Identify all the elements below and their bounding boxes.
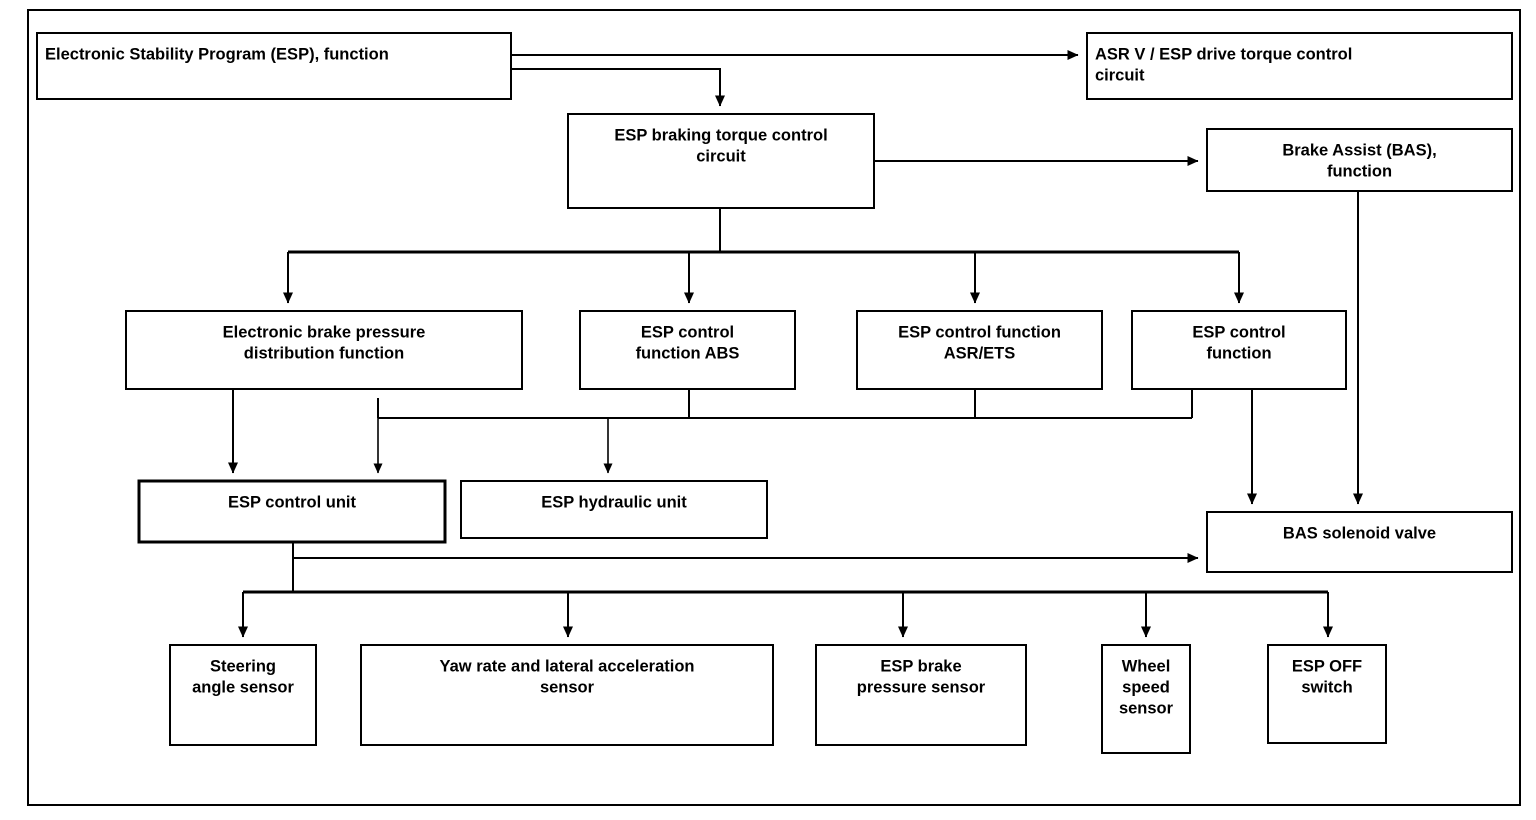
- node-label-steering-angle-sensor: Steering angle sensor: [192, 658, 294, 697]
- node-label-line: sensor: [540, 679, 595, 697]
- node-esp-off-switch[interactable]: ESP OFF switch: [1267, 644, 1387, 744]
- node-label-line: circuit: [1095, 67, 1145, 85]
- node-label-line: ESP control function: [898, 324, 1061, 342]
- node-box-asr-v-esp-drive-torque: [1086, 32, 1513, 100]
- node-label-wheel-speed-sensor: Wheel speed sensor: [1119, 658, 1174, 718]
- node-brake-assist[interactable]: Brake Assist (BAS), function: [1206, 128, 1513, 192]
- diagram-outer-frame: [27, 9, 1521, 806]
- node-label-line: Yaw rate and lateral acceleration: [440, 658, 695, 676]
- node-box-esp-function: [36, 32, 512, 100]
- node-label-line: speed: [1122, 679, 1170, 697]
- node-box-steering-angle-sensor: [169, 644, 317, 746]
- node-box-bas-solenoid-valve: [1206, 511, 1513, 573]
- node-box-esp-hydraulic-unit: [460, 480, 768, 539]
- node-box-esp-control-unit: [137, 479, 447, 544]
- node-label-line: Steering: [210, 658, 276, 676]
- node-label-line: distribution function: [244, 345, 404, 363]
- node-label-esp-brake-pressure-sensor: ESP brake pressure sensor: [857, 658, 986, 697]
- node-label-line: ASR/ETS: [944, 345, 1016, 363]
- node-esp-hydraulic-unit[interactable]: ESP hydraulic unit: [460, 480, 768, 539]
- node-box-esp-control-asr-ets: [856, 310, 1103, 390]
- node-label-esp-hydraulic-unit: ESP hydraulic unit: [541, 494, 687, 512]
- node-label-esp-control-function: ESP control function: [1192, 324, 1285, 363]
- node-label-esp-function: Electronic Stability Program (ESP), func…: [45, 46, 389, 64]
- node-esp-control-abs[interactable]: ESP control function ABS: [579, 310, 796, 390]
- node-box-yaw-rate-sensor: [360, 644, 774, 746]
- node-label-bas-solenoid-valve: BAS solenoid valve: [1283, 525, 1436, 543]
- node-layer: Electronic Stability Program (ESP), func…: [36, 32, 1513, 754]
- edge-layer: [228, 50, 1363, 638]
- node-label-line: ESP OFF: [1292, 658, 1362, 676]
- node-label-ebd-function: Electronic brake pressure distribution fu…: [223, 324, 426, 363]
- node-label-line: function: [1206, 345, 1271, 363]
- node-label-brake-assist: Brake Assist (BAS), function: [1282, 142, 1436, 181]
- node-steering-angle-sensor[interactable]: Steering angle sensor: [169, 644, 317, 746]
- node-wheel-speed-sensor[interactable]: Wheel speed sensor: [1101, 644, 1191, 754]
- node-label-line: angle sensor: [192, 679, 294, 697]
- node-label-line: ESP control: [641, 324, 734, 342]
- edge-control-unit-to-bas-valve: [292, 542, 1199, 563]
- node-asr-v-esp-drive-torque[interactable]: ASR V / ESP drive torque control circuit: [1086, 32, 1513, 100]
- node-label-yaw-rate-sensor: Yaw rate and lateral acceleration sensor: [440, 658, 695, 697]
- node-box-esp-braking-torque: [567, 113, 875, 209]
- node-label-line: Brake Assist (BAS),: [1282, 142, 1436, 160]
- node-esp-braking-torque[interactable]: ESP braking torque control circuit: [567, 113, 875, 209]
- node-label-line: ESP control unit: [228, 494, 357, 512]
- node-box-ebd-function: [125, 310, 523, 390]
- node-box-esp-control-abs: [579, 310, 796, 390]
- node-label-esp-off-switch: ESP OFF switch: [1292, 658, 1362, 697]
- node-esp-function[interactable]: Electronic Stability Program (ESP), func…: [36, 32, 512, 100]
- node-label-line: switch: [1301, 679, 1352, 697]
- node-esp-control-function[interactable]: ESP control function: [1131, 310, 1347, 390]
- node-label-line: function: [1327, 163, 1392, 181]
- node-box-esp-brake-pressure-sensor: [815, 644, 1027, 746]
- node-label-esp-control-unit: ESP control unit: [228, 494, 357, 512]
- node-label-line: ESP brake: [880, 658, 961, 676]
- node-label-line: Electronic brake pressure: [223, 324, 426, 342]
- node-ebd-function[interactable]: Electronic brake pressure distribution fu…: [125, 310, 523, 390]
- node-label-asr-v-esp-drive-torque: ASR V / ESP drive torque control circuit: [1095, 46, 1352, 85]
- node-box-brake-assist: [1206, 128, 1513, 192]
- node-yaw-rate-sensor[interactable]: Yaw rate and lateral acceleration sensor: [360, 644, 774, 746]
- edge-braking-torque-to-function-bus: [283, 208, 1244, 304]
- node-label-line: Electronic Stability Program (ESP), func…: [45, 46, 389, 64]
- edge-function-bus-to-units: [373, 389, 1193, 474]
- node-label-line: ESP hydraulic unit: [541, 494, 687, 512]
- node-label-line: circuit: [696, 148, 746, 166]
- node-label-line: sensor: [1119, 700, 1174, 718]
- edge-esp-function-to-braking-torque: [511, 68, 725, 107]
- node-label-line: ESP control: [1192, 324, 1285, 342]
- node-esp-brake-pressure-sensor[interactable]: ESP brake pressure sensor: [815, 644, 1027, 746]
- node-label-line: pressure sensor: [857, 679, 986, 697]
- node-bas-solenoid-valve[interactable]: BAS solenoid valve: [1206, 511, 1513, 573]
- node-label-esp-control-abs: ESP control function ABS: [636, 324, 740, 363]
- node-label-line: ESP braking torque control: [614, 127, 827, 145]
- node-label-line: BAS solenoid valve: [1283, 525, 1436, 543]
- node-box-esp-off-switch: [1267, 644, 1387, 744]
- node-label-line: function ABS: [636, 345, 740, 363]
- edge-control-unit-to-sensor-bus: [238, 558, 1333, 638]
- node-box-wheel-speed-sensor: [1101, 644, 1191, 754]
- node-esp-control-unit[interactable]: ESP control unit: [137, 479, 447, 544]
- node-box-esp-control-function: [1131, 310, 1347, 390]
- node-label-esp-braking-torque: ESP braking torque control circuit: [614, 127, 827, 166]
- node-label-line: Wheel: [1122, 658, 1171, 676]
- node-label-line: ASR V / ESP drive torque control: [1095, 46, 1352, 64]
